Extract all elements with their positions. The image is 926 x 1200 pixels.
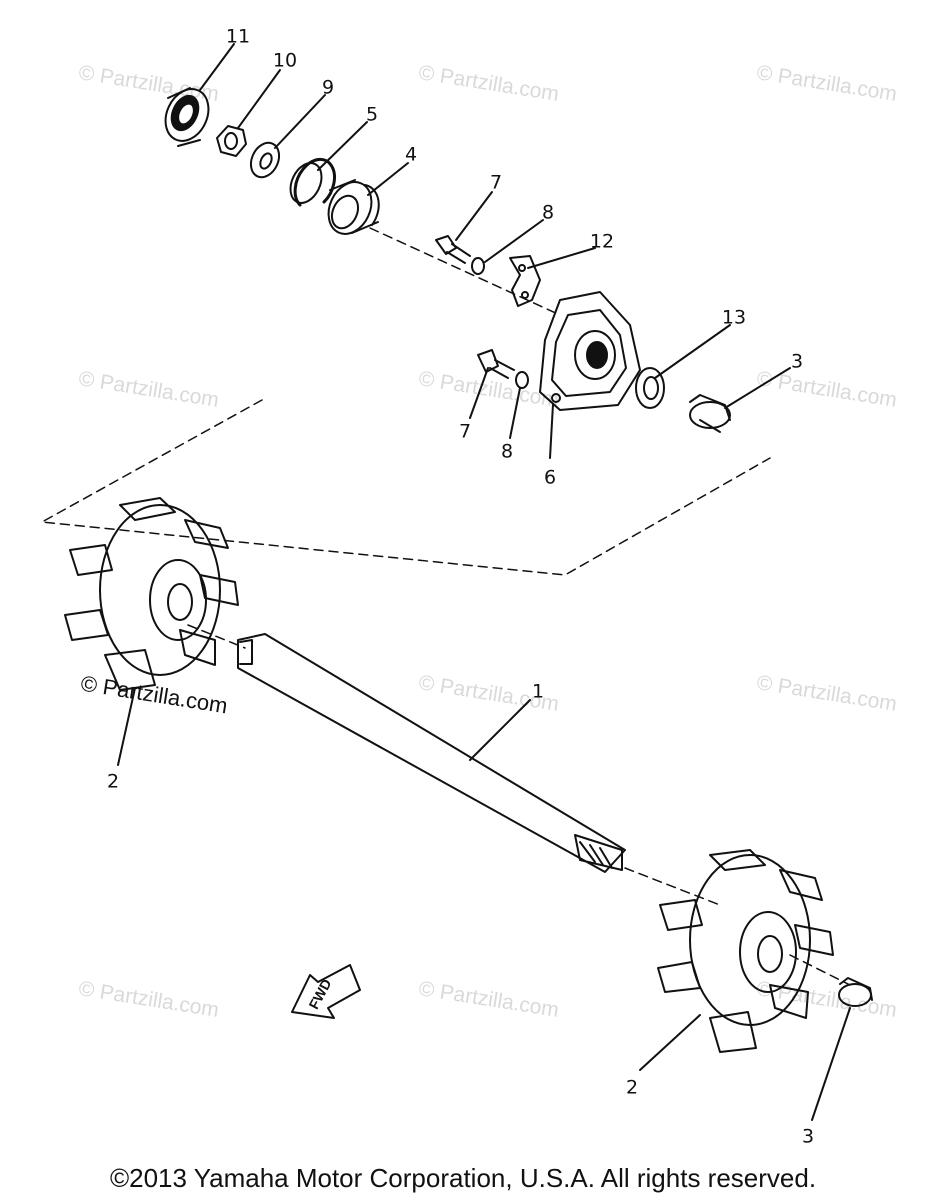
callout-13: 13 bbox=[721, 306, 747, 329]
callout-6: 6 bbox=[543, 466, 557, 489]
callout-5: 5 bbox=[365, 103, 379, 126]
leader-line bbox=[274, 94, 326, 149]
leader-line bbox=[237, 69, 281, 129]
axis-centerline bbox=[187, 624, 246, 649]
callout-7-upper: 7 bbox=[489, 171, 503, 194]
callout-7-lower: 7 bbox=[458, 420, 472, 443]
callout-1: 1 bbox=[531, 680, 545, 703]
leader-line bbox=[549, 403, 554, 459]
leader-line bbox=[654, 324, 731, 379]
callout-11: 11 bbox=[225, 25, 251, 48]
part-2-sprocket-left bbox=[64, 497, 239, 691]
leader-line bbox=[469, 367, 489, 419]
part-8-washer-lower bbox=[515, 371, 529, 389]
leader-line bbox=[724, 367, 791, 409]
leader-line bbox=[455, 191, 493, 241]
part-9-washer bbox=[249, 141, 281, 179]
callout-10: 10 bbox=[272, 49, 298, 72]
part-11-seal bbox=[164, 87, 210, 147]
part-10-nut bbox=[216, 125, 247, 157]
part-3-clamp-upper bbox=[689, 394, 731, 433]
leader-line bbox=[469, 699, 531, 761]
callout-3-upper: 3 bbox=[790, 350, 804, 373]
axis-centerline bbox=[369, 227, 561, 316]
callout-4: 4 bbox=[404, 143, 418, 166]
part-8-washer-upper bbox=[471, 257, 485, 275]
part-3-clamp-lower bbox=[838, 977, 873, 1007]
part-12-plate bbox=[509, 255, 541, 307]
leader-line bbox=[367, 162, 409, 196]
callout-3-lower: 3 bbox=[801, 1125, 815, 1148]
leader-line bbox=[639, 1014, 701, 1071]
fwd-arrow bbox=[291, 964, 361, 1019]
callout-8-upper: 8 bbox=[541, 201, 555, 224]
part-7-bolt-lower bbox=[477, 349, 515, 379]
leader-line bbox=[484, 219, 544, 263]
axis-centerline bbox=[624, 867, 721, 906]
callout-9: 9 bbox=[321, 76, 335, 99]
callout-2-left: 2 bbox=[106, 770, 120, 793]
leader-line bbox=[527, 247, 596, 269]
callout-12: 12 bbox=[589, 230, 615, 253]
part-2-sprocket-right bbox=[657, 849, 834, 1053]
leader-line bbox=[811, 1007, 851, 1121]
leader-line bbox=[317, 121, 368, 171]
part-5-circlip bbox=[289, 157, 336, 207]
part-6-housing bbox=[539, 291, 641, 411]
part-7-bolt-upper bbox=[435, 235, 471, 264]
part-1-shaft bbox=[237, 633, 626, 873]
leader-line bbox=[199, 43, 235, 91]
callout-2-right: 2 bbox=[625, 1076, 639, 1099]
part-4-bearing bbox=[327, 179, 380, 235]
callout-8-lower: 8 bbox=[500, 440, 514, 463]
axis-centerline bbox=[789, 954, 851, 986]
assembly-outline bbox=[41, 399, 771, 576]
part-13-seal bbox=[635, 367, 665, 409]
leader-line bbox=[117, 687, 136, 766]
leader-line bbox=[509, 387, 521, 439]
copyright-footer: ©2013 Yamaha Motor Corporation, U.S.A. A… bbox=[109, 1163, 817, 1193]
